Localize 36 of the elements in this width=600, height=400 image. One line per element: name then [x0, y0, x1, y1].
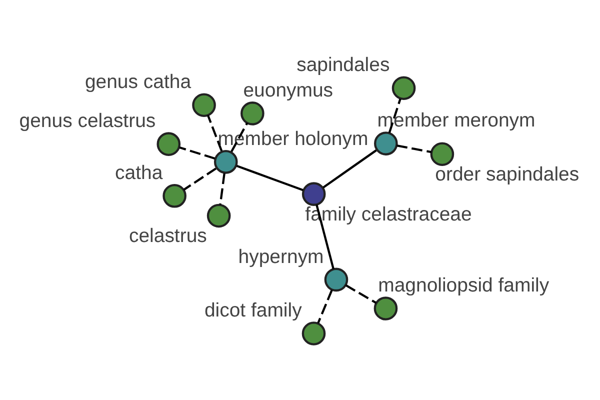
node-label: sapindales	[296, 54, 390, 76]
node-circle	[392, 76, 416, 100]
connector	[219, 173, 226, 204]
connector	[396, 144, 432, 154]
node-label: catha	[115, 162, 163, 184]
connector	[230, 122, 248, 152]
node-circle	[430, 142, 454, 166]
node-label: genus celastrus	[19, 110, 156, 132]
connector	[388, 98, 402, 134]
node-label: euonymus	[243, 80, 334, 102]
node-circle	[214, 150, 238, 174]
node-label: member holonym	[218, 128, 368, 150]
node-circle	[192, 93, 216, 118]
node-circle	[162, 184, 186, 208]
node-label: celastrus	[128, 225, 207, 248]
node-label: dicot family	[204, 300, 302, 322]
connector	[183, 168, 217, 191]
node-circle	[374, 132, 398, 156]
node-circle	[240, 102, 264, 126]
node-circle	[324, 268, 348, 292]
node-circle	[302, 322, 326, 346]
connector	[236, 164, 304, 192]
node-circle	[156, 132, 181, 156]
connector	[345, 284, 377, 304]
node-label: magnoliopsid family	[378, 274, 550, 297]
node-label: order sapindales	[435, 164, 580, 186]
connector	[179, 146, 216, 160]
node-label: member meronym	[377, 110, 536, 132]
connector	[322, 149, 377, 188]
node-circle	[302, 182, 326, 206]
node-circle	[206, 204, 231, 228]
connector	[206, 114, 223, 152]
node-label: genus catha	[84, 71, 192, 94]
connector	[317, 290, 333, 324]
node-label: hypernym	[238, 246, 324, 268]
node-circle	[374, 296, 398, 320]
